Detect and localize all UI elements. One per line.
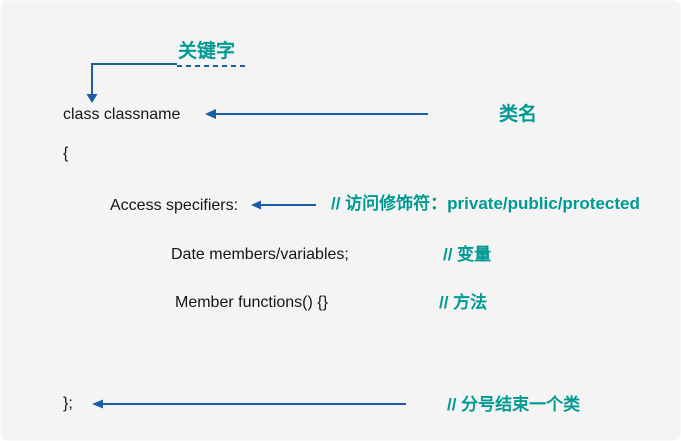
annotation-method: // 方法 bbox=[439, 293, 488, 312]
keyword-pointer-arrow bbox=[91, 63, 177, 95]
keyword-pointer-arrow-head bbox=[86, 94, 98, 103]
annotation-class-name: 类名 bbox=[499, 104, 538, 125]
code-close-brace: }; bbox=[63, 395, 73, 412]
annotation-class-end: // 分号结束一个类 bbox=[447, 395, 581, 414]
code-class-declaration: class classname bbox=[63, 106, 181, 123]
code-data-members: Date members/variables; bbox=[171, 246, 349, 263]
code-open-brace: { bbox=[63, 145, 69, 162]
annotation-access-modifier: // 访问修饰符：private/public/protected bbox=[331, 194, 640, 213]
code-member-functions: Member functions() {} bbox=[175, 294, 328, 311]
classname-pointer-arrow-head bbox=[205, 109, 216, 119]
annotation-keyword: 关键字 bbox=[178, 41, 236, 62]
code-access-specifiers: Access specifiers: bbox=[110, 197, 239, 214]
class-end-pointer-arrow-head bbox=[92, 399, 103, 409]
access-specifier-pointer-arrow-head bbox=[251, 200, 261, 210]
annotation-variable: // 变量 bbox=[443, 245, 492, 264]
